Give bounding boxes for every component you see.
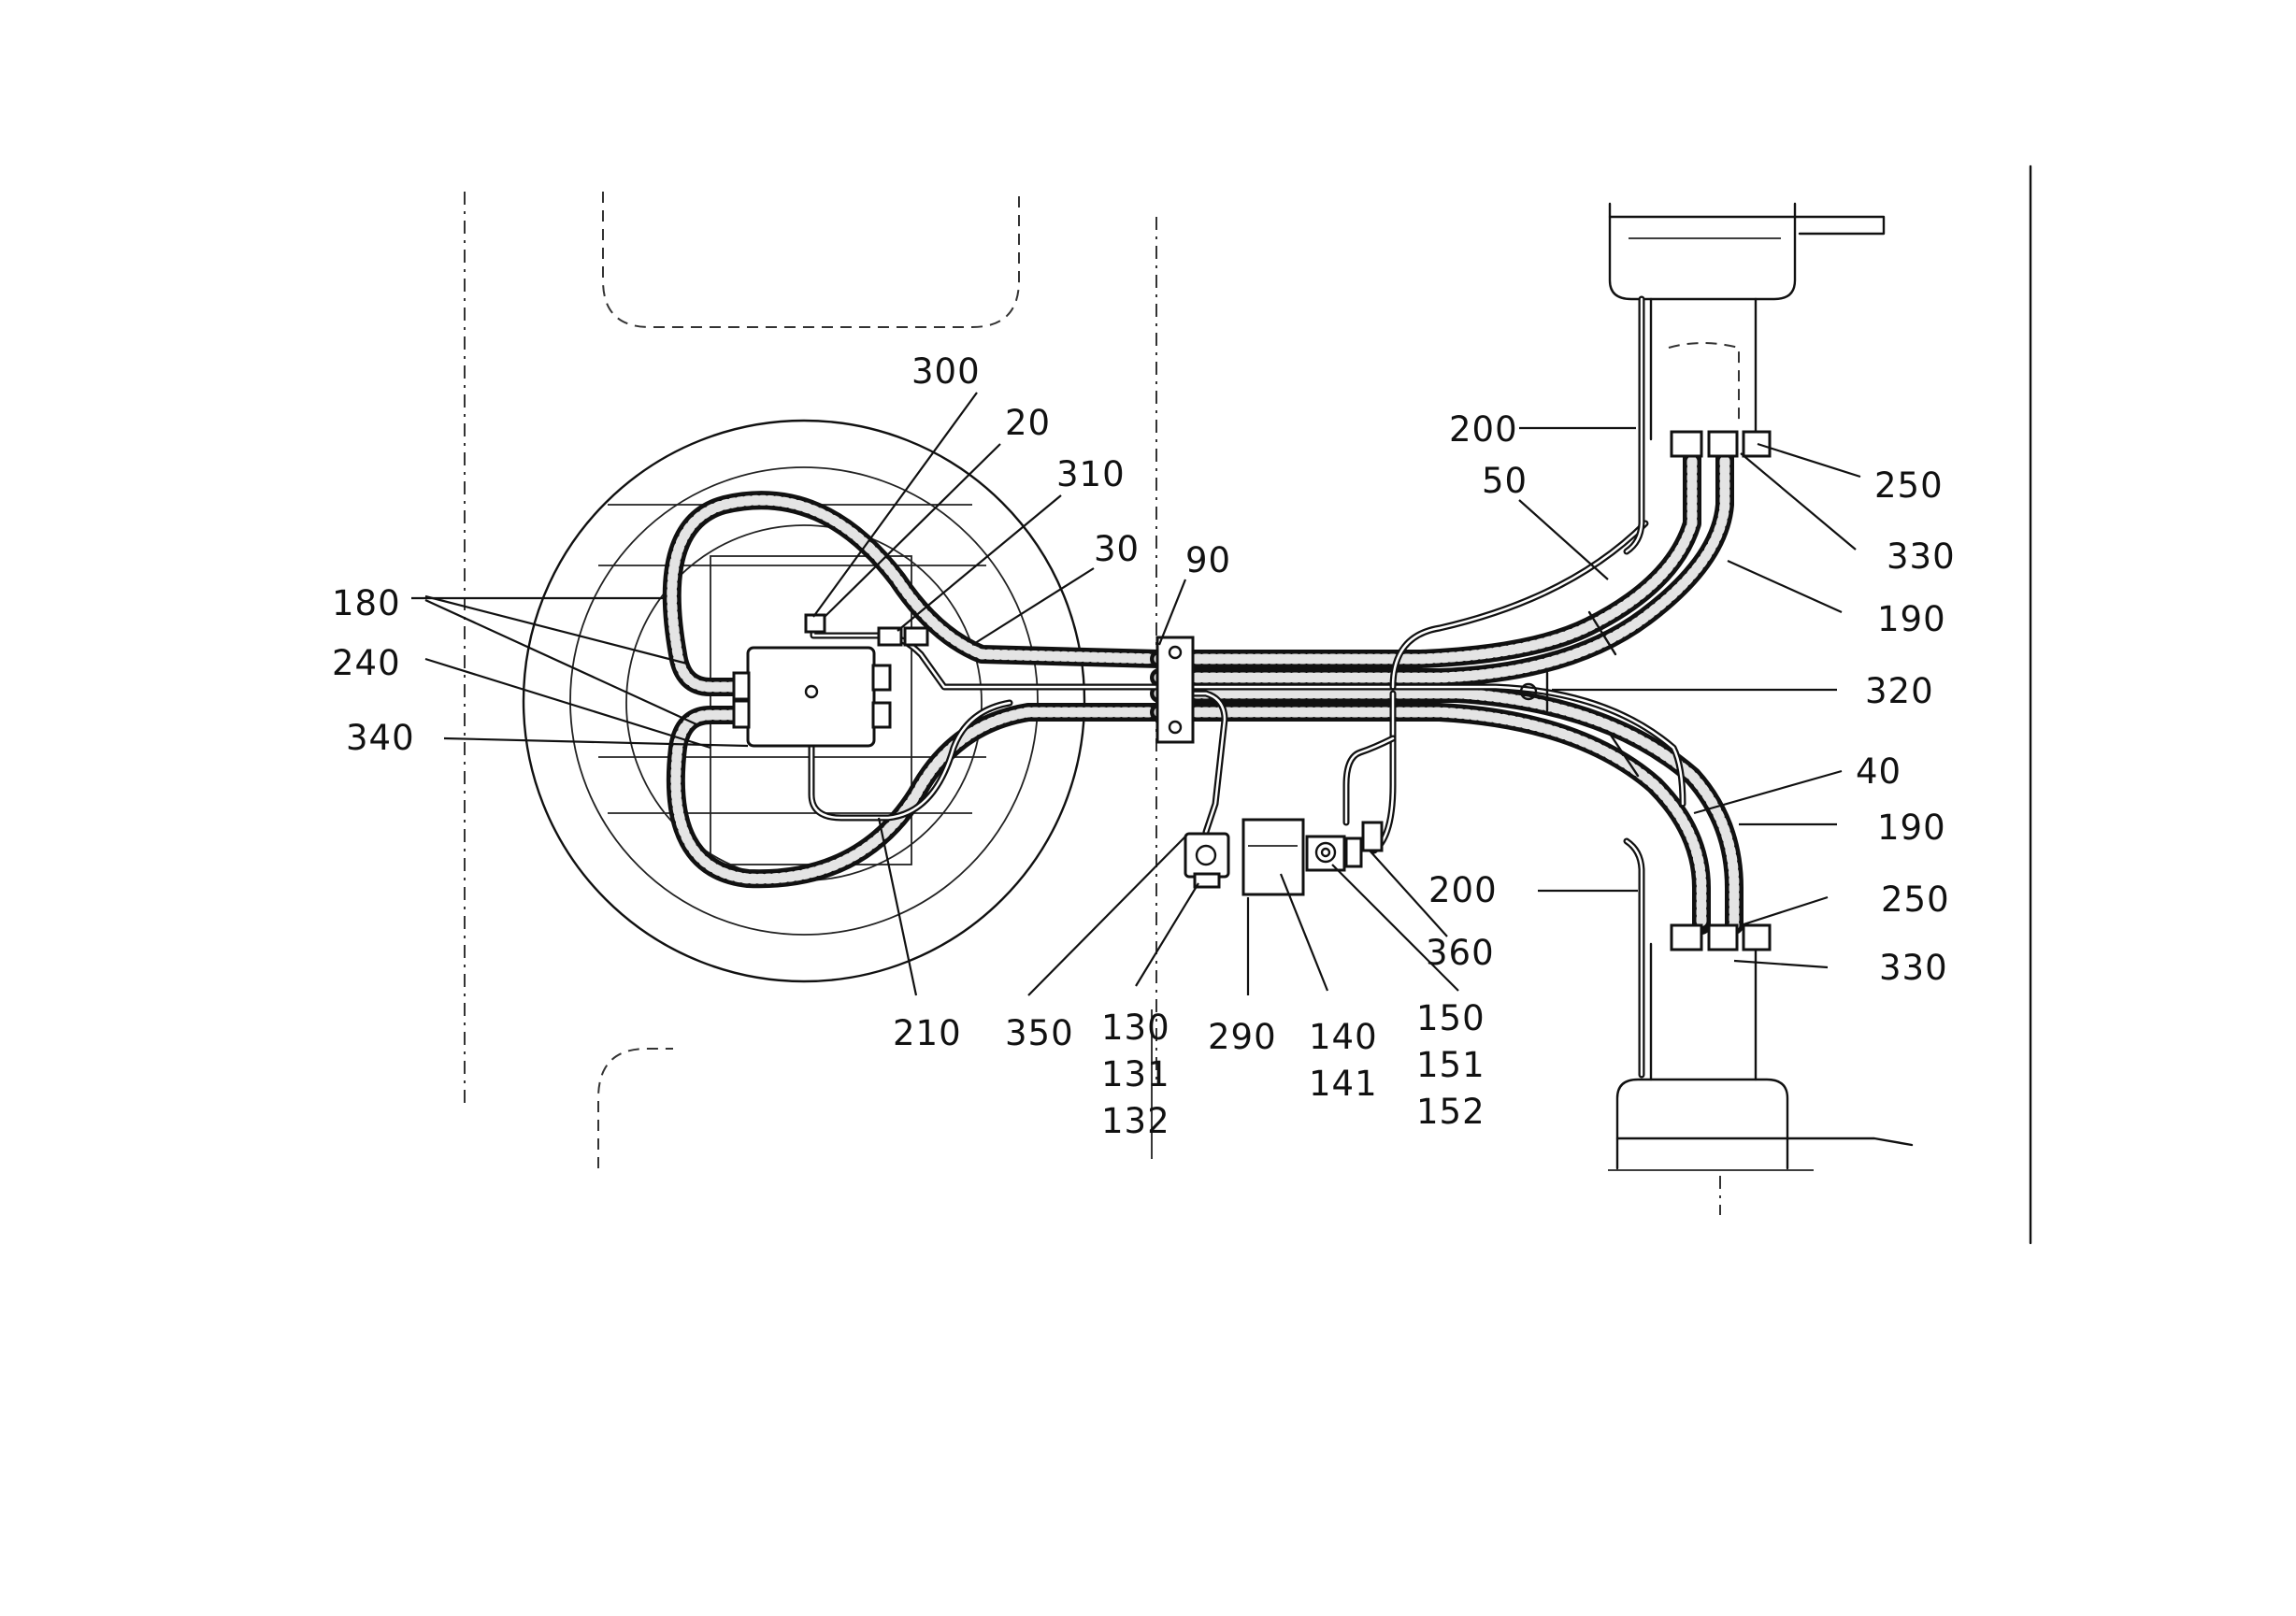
label-200-bottom: 200: [1428, 870, 1498, 910]
label-130: 130: [1101, 1008, 1170, 1048]
label-151: 151: [1416, 1045, 1485, 1085]
label-320: 320: [1865, 671, 1934, 711]
label-290: 290: [1208, 1017, 1277, 1057]
label-300: 300: [911, 351, 981, 392]
label-330-bottom: 330: [1879, 948, 1948, 988]
leader-lines: [411, 392, 1861, 996]
label-150: 150: [1416, 998, 1485, 1038]
label-250-top: 250: [1874, 465, 1944, 506]
label-340: 340: [346, 718, 415, 758]
clamp-90: [1155, 636, 1195, 744]
label-152: 152: [1416, 1092, 1485, 1132]
hose-loops: [662, 295, 1744, 1079]
component-140: [1241, 818, 1305, 896]
component-150: [1305, 835, 1346, 872]
label-360: 360: [1426, 933, 1495, 973]
label-330-top: 330: [1887, 536, 1956, 577]
label-40: 40: [1856, 751, 1901, 792]
label-20: 20: [1005, 403, 1051, 443]
label-131: 131: [1101, 1054, 1170, 1094]
label-141: 141: [1309, 1064, 1378, 1104]
label-350: 350: [1005, 1013, 1074, 1053]
component-130: [1184, 832, 1230, 879]
label-140: 140: [1309, 1017, 1378, 1057]
label-310: 310: [1056, 454, 1126, 494]
label-50: 50: [1482, 461, 1528, 501]
label-200-top: 200: [1449, 409, 1518, 450]
label-240: 240: [332, 643, 401, 683]
reference-numerals: 300 20 310 30 90 180 240 340 200 50 250 …: [332, 351, 1956, 1141]
axle-housing: [1608, 202, 1914, 1215]
label-190-top: 190: [1877, 599, 1946, 639]
label-30: 30: [1094, 529, 1140, 569]
label-180: 180: [332, 583, 401, 623]
label-90: 90: [1185, 540, 1231, 580]
label-210: 210: [893, 1013, 962, 1053]
label-190-bottom: 190: [1877, 808, 1946, 848]
components: [732, 430, 1772, 951]
label-132: 132: [1101, 1101, 1170, 1141]
vehicle-frame-outline: [464, 164, 2032, 1245]
label-250-bottom: 250: [1881, 880, 1950, 920]
